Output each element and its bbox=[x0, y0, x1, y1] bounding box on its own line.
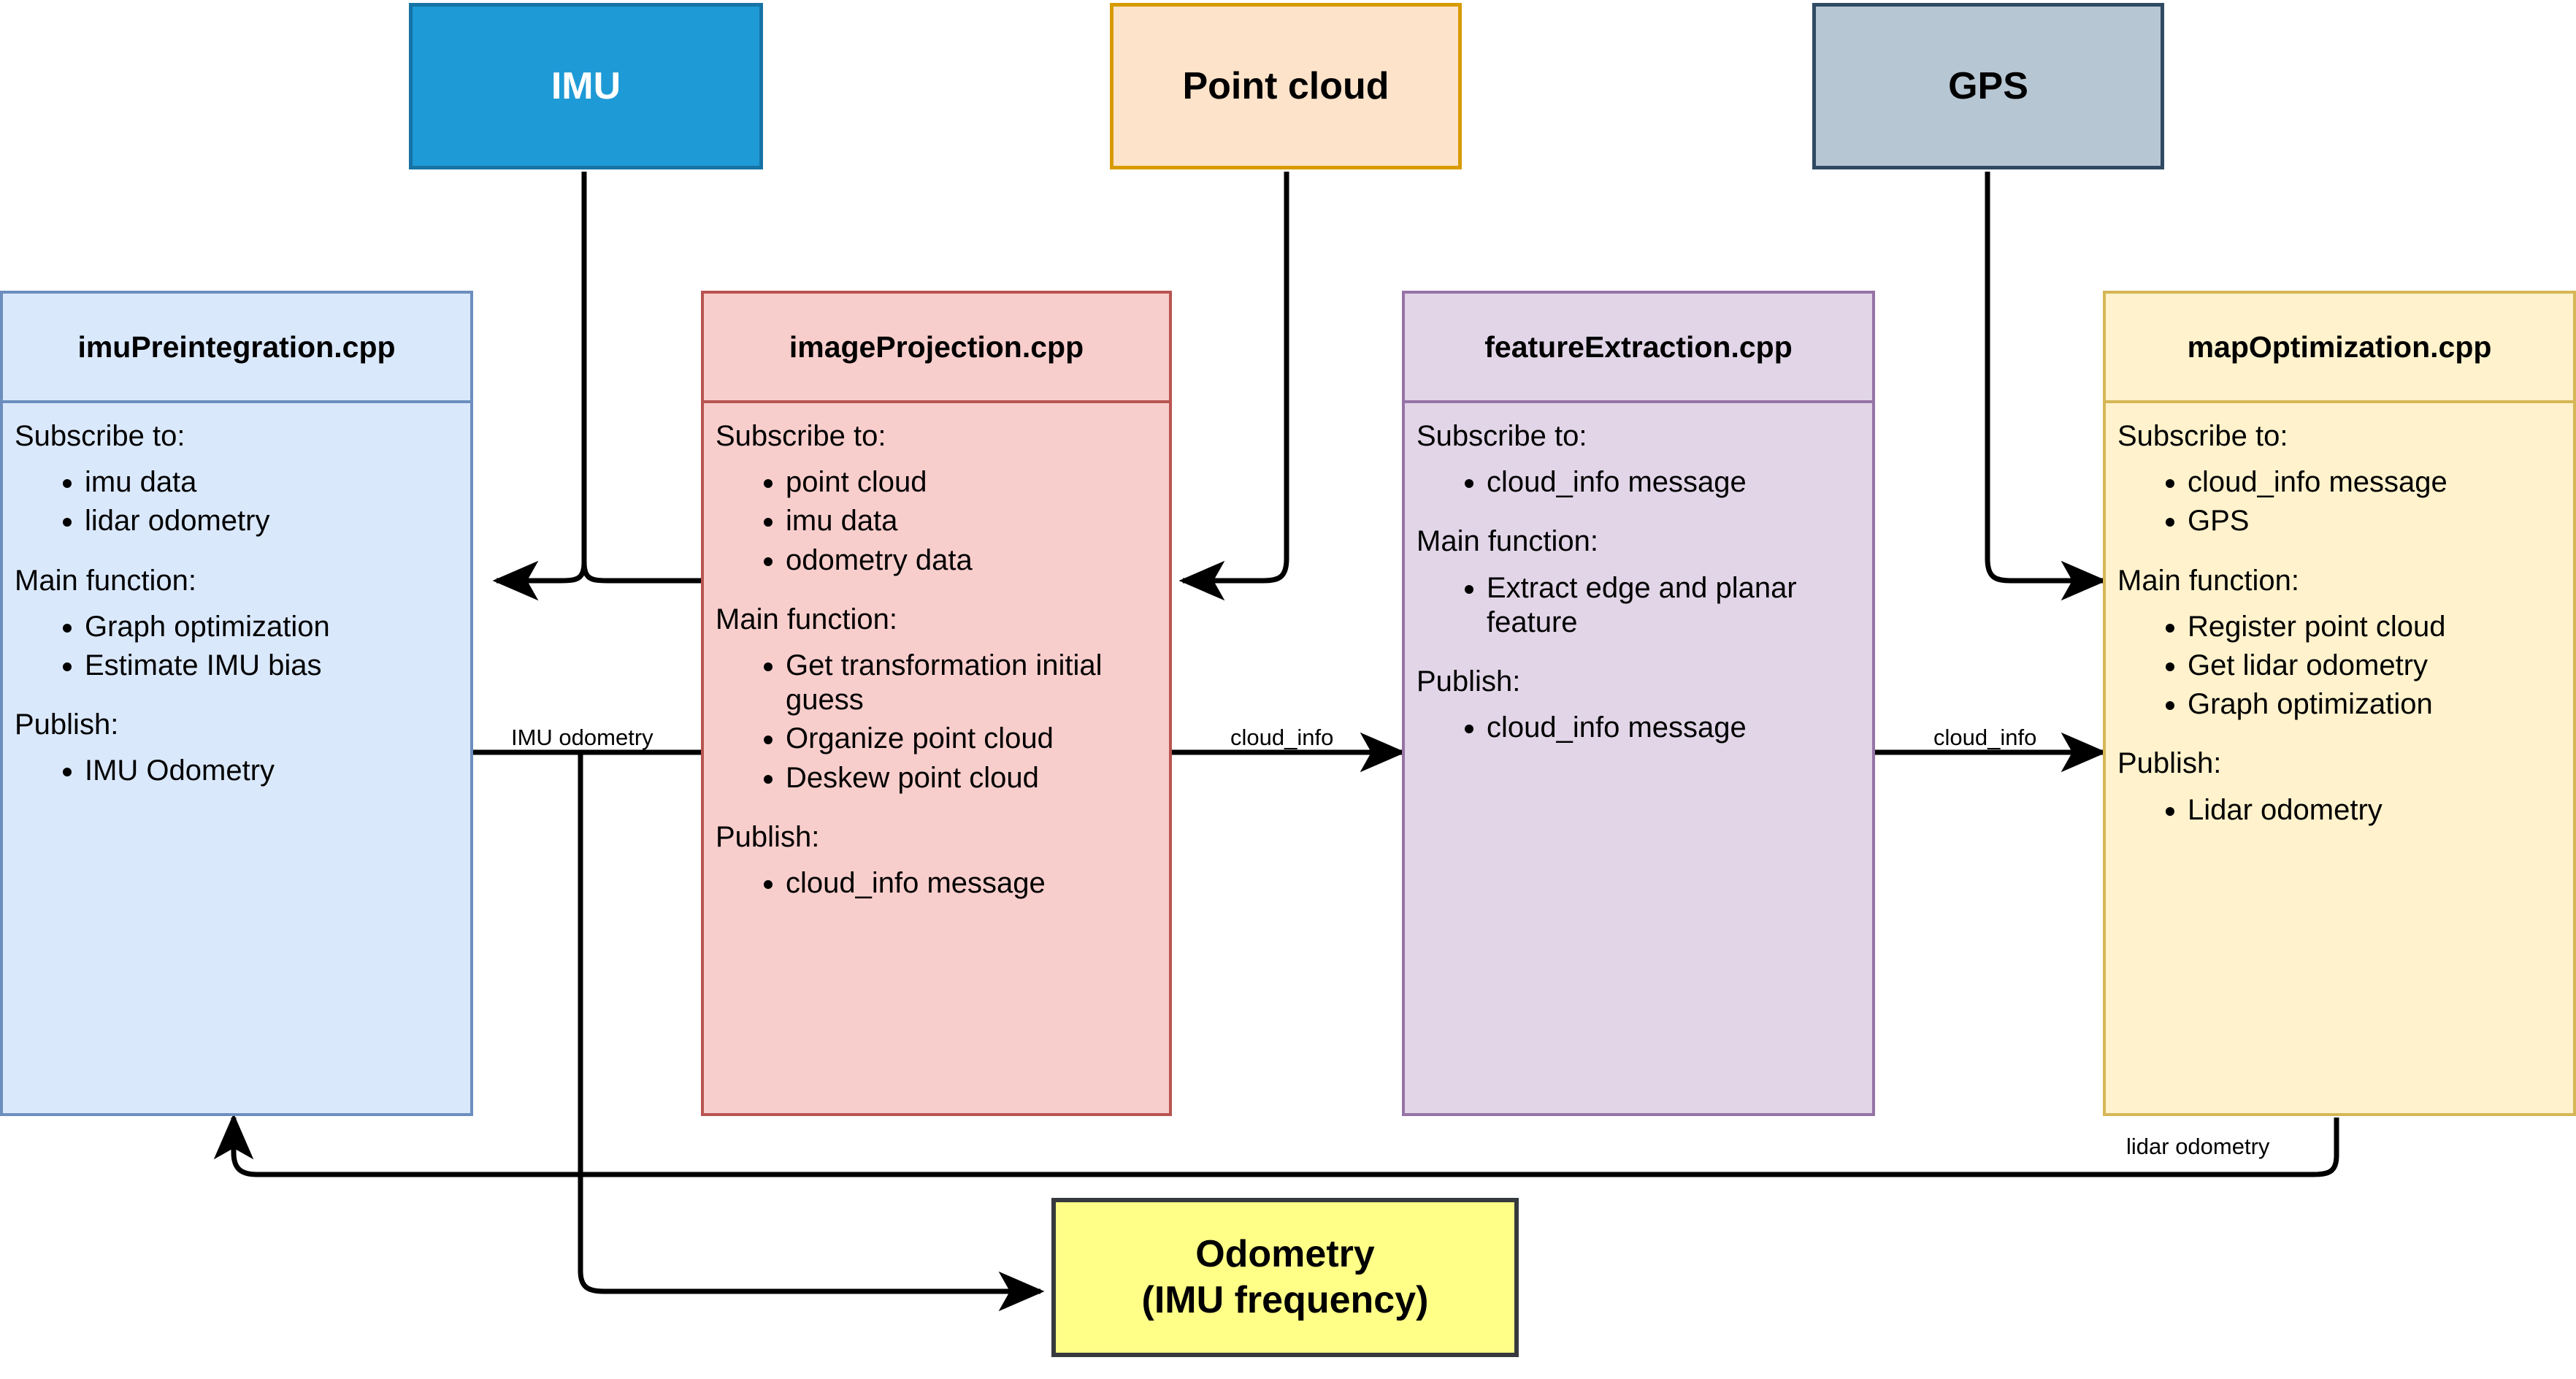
module-body-image-projection: Subscribe to: point cloud imu data odome… bbox=[704, 403, 1169, 1113]
section-heading: Publish: bbox=[1417, 665, 1521, 698]
section-list: IMU Odometry bbox=[15, 754, 459, 788]
list-item: Graph optimization bbox=[85, 610, 459, 644]
source-label-point-cloud: Point cloud bbox=[1182, 65, 1389, 107]
section-list: Get transformation initial guess Organiz… bbox=[716, 649, 1157, 795]
source-box-gps[interactable]: GPS bbox=[1812, 3, 2164, 169]
module-body-map-optimization: Subscribe to: cloud_info message GPS Mai… bbox=[2106, 403, 2573, 1113]
list-item: cloud_info message bbox=[2188, 465, 2561, 500]
edge-label-imu-odometry: IMU odometry bbox=[511, 725, 653, 750]
module-title-imu-preintegration: imuPreintegration.cpp bbox=[3, 294, 470, 403]
module-body-imu-preintegration: Subscribe to: imu data lidar odometry Ma… bbox=[3, 403, 470, 1113]
section-list: cloud_info message bbox=[1417, 465, 1860, 500]
list-item: cloud_info message bbox=[1487, 711, 1860, 745]
list-item: Estimate IMU bias bbox=[85, 649, 459, 683]
list-item: Get transformation initial guess bbox=[786, 649, 1157, 717]
list-item: lidar odometry bbox=[85, 504, 459, 538]
section-list: Graph optimization Estimate IMU bias bbox=[15, 610, 459, 683]
module-box-image-projection[interactable]: imageProjection.cpp Subscribe to: point … bbox=[701, 291, 1172, 1116]
section-list: Lidar odometry bbox=[2117, 793, 2561, 828]
section-list: cloud_info message bbox=[1417, 711, 1860, 745]
section-heading: Subscribe to: bbox=[15, 420, 185, 452]
source-label-imu: IMU bbox=[551, 65, 621, 107]
list-item: Register point cloud bbox=[2188, 610, 2561, 644]
list-item: Graph optimization bbox=[2188, 687, 2561, 722]
list-item: Extract edge and planar feature bbox=[1487, 571, 1860, 640]
section-heading: Publish: bbox=[2117, 747, 2222, 780]
edge-label-cloud-info-1: cloud_info bbox=[1230, 725, 1334, 750]
output-label-line1: Odometry bbox=[1195, 1232, 1375, 1275]
list-item: odometry data bbox=[786, 543, 1157, 578]
module-box-imu-preintegration[interactable]: imuPreintegration.cpp Subscribe to: imu … bbox=[0, 291, 473, 1116]
module-box-feature-extraction[interactable]: featureExtraction.cpp Subscribe to: clou… bbox=[1402, 291, 1875, 1116]
section-heading: Main function: bbox=[1417, 525, 1599, 558]
module-box-map-optimization[interactable]: mapOptimization.cpp Subscribe to: cloud_… bbox=[2103, 291, 2576, 1116]
section-heading: Publish: bbox=[15, 708, 119, 741]
section-heading: Main function: bbox=[716, 603, 898, 635]
list-item: point cloud bbox=[786, 465, 1157, 500]
section-heading: Main function: bbox=[2117, 564, 2300, 597]
section-list: imu data lidar odometry bbox=[15, 465, 459, 538]
output-box-odometry[interactable]: Odometry (IMU frequency) bbox=[1051, 1198, 1519, 1357]
edge-label-cloud-info-2: cloud_info bbox=[1933, 725, 2037, 750]
source-label-gps: GPS bbox=[1948, 65, 2028, 107]
list-item: IMU Odometry bbox=[85, 754, 459, 788]
list-item: imu data bbox=[786, 504, 1157, 538]
source-box-imu[interactable]: IMU bbox=[409, 3, 763, 169]
section-list: cloud_info message bbox=[716, 866, 1157, 901]
edge-mapoptimization-to-imupreintegration bbox=[213, 1113, 2339, 1177]
edge-label-lidar-odometry: lidar odometry bbox=[2126, 1134, 2270, 1159]
section-list: Register point cloud Get lidar odometry … bbox=[2117, 610, 2561, 722]
list-item: Organize point cloud bbox=[786, 722, 1157, 756]
module-title-feature-extraction: featureExtraction.cpp bbox=[1405, 294, 1872, 403]
section-heading: Subscribe to: bbox=[716, 420, 886, 452]
output-label-odometry: Odometry (IMU frequency) bbox=[1142, 1231, 1429, 1324]
section-list: cloud_info message GPS bbox=[2117, 465, 2561, 538]
list-item: Get lidar odometry bbox=[2188, 649, 2561, 683]
list-item: cloud_info message bbox=[786, 866, 1157, 901]
module-title-image-projection: imageProjection.cpp bbox=[704, 294, 1169, 403]
output-label-line2: (IMU frequency) bbox=[1141, 1279, 1429, 1321]
list-item: Lidar odometry bbox=[2188, 793, 2561, 828]
section-heading: Subscribe to: bbox=[1417, 420, 1587, 452]
edge-pointcloud-to-imageprojection bbox=[1178, 172, 1289, 601]
section-heading: Main function: bbox=[15, 564, 197, 597]
list-item: cloud_info message bbox=[1487, 465, 1860, 500]
edge-imu-to-imupreintegration bbox=[492, 560, 587, 601]
list-item: Deskew point cloud bbox=[786, 761, 1157, 795]
list-item: imu data bbox=[85, 465, 459, 500]
module-body-feature-extraction: Subscribe to: cloud_info message Main fu… bbox=[1405, 403, 1872, 1113]
module-title-map-optimization: mapOptimization.cpp bbox=[2106, 294, 2573, 403]
section-heading: Publish: bbox=[716, 820, 820, 853]
section-list: point cloud imu data odometry data bbox=[716, 465, 1157, 578]
section-list: Extract edge and planar feature bbox=[1417, 571, 1860, 640]
edge-gps-to-mapoptimization bbox=[1985, 172, 2107, 601]
section-heading: Subscribe to: bbox=[2117, 420, 2288, 452]
list-item: GPS bbox=[2188, 504, 2561, 538]
source-box-point-cloud[interactable]: Point cloud bbox=[1110, 3, 1462, 169]
